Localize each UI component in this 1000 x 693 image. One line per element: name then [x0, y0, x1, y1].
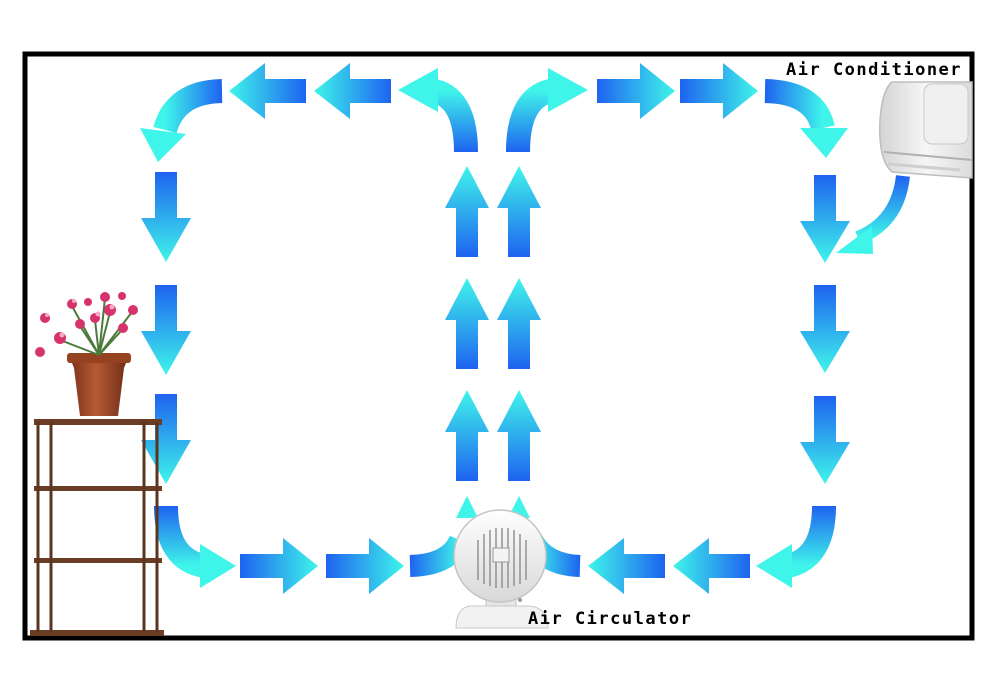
shelf-icon — [30, 419, 164, 636]
arrow-down — [141, 285, 191, 375]
bottom-left-airflow — [240, 538, 404, 594]
arrow-left — [314, 63, 391, 119]
right-column-airflow — [800, 175, 850, 484]
arrow-up — [445, 278, 489, 369]
arrow-left — [229, 63, 306, 119]
arrow-head — [200, 544, 236, 588]
arrow-up — [497, 390, 541, 481]
top-left-airflow — [229, 63, 391, 119]
air-circulator-label: Air Circulator — [528, 609, 693, 629]
arrow-down — [800, 285, 850, 373]
arrow-head — [836, 226, 873, 254]
arrow-down — [141, 172, 191, 262]
arrow-down — [800, 396, 850, 484]
bottom-right-airflow — [588, 538, 750, 594]
air-conditioner-icon — [879, 81, 973, 179]
air-conditioner-label: Air Conditioner — [786, 60, 963, 80]
arrow-right — [240, 538, 318, 594]
center-column-airflow — [445, 166, 541, 518]
curved-arrow — [153, 79, 223, 134]
arrow-down — [800, 175, 850, 263]
arrow-head — [140, 128, 186, 162]
curved-arrow — [784, 505, 836, 578]
arrow-right — [326, 538, 404, 594]
room-border — [22, 51, 975, 641]
curved-arrow — [409, 535, 471, 577]
arrow-up — [497, 278, 541, 369]
curved-arrow — [764, 79, 835, 132]
left-column-airflow — [141, 172, 191, 484]
arrow-up — [456, 496, 478, 518]
arrow-up — [445, 166, 489, 257]
arrow-up — [445, 390, 489, 481]
potted-plant-icon — [35, 292, 138, 416]
arrow-right — [597, 63, 675, 119]
arrow-left — [588, 538, 665, 594]
arrow-down — [141, 394, 191, 484]
arrow-head — [756, 544, 792, 588]
arrow-right — [680, 63, 758, 119]
air-circulator-icon — [453, 509, 549, 629]
curved-arrow — [855, 175, 910, 245]
curved-arrow — [154, 505, 208, 578]
arrow-up — [497, 166, 541, 257]
arrow-left — [673, 538, 750, 594]
arrow-head — [800, 128, 848, 158]
arrow-head — [398, 68, 438, 112]
curved-arrow — [506, 78, 558, 153]
arrow-head — [548, 68, 588, 112]
top-right-airflow — [597, 63, 758, 119]
